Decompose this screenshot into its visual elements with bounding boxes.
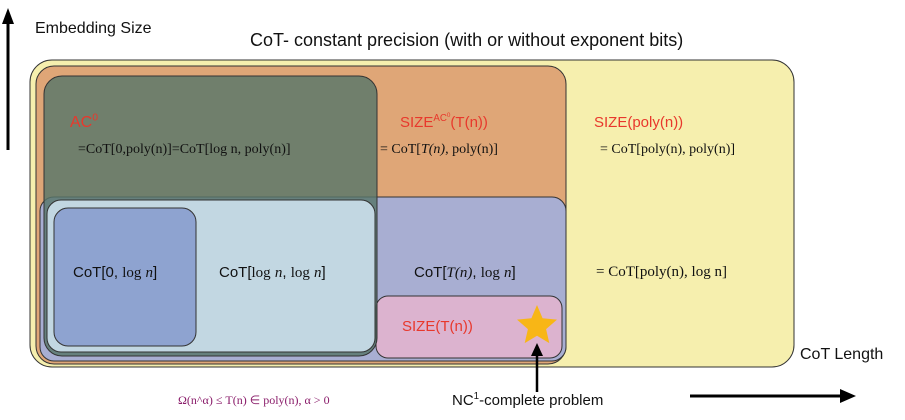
y-axis-label: Embedding Size [35, 20, 152, 37]
size-ac0-label: SIZEAC0(T(n)) [400, 111, 488, 131]
size-ac0-eq-suffix: , poly(n)] [445, 142, 498, 157]
cot-0-log-label: CoT[0, log n] [73, 264, 157, 282]
y-axis-arrow [2, 8, 14, 150]
x-axis-arrow [690, 389, 856, 403]
ac0-label: AC0 [70, 112, 99, 132]
cot-0-log-log: log [122, 265, 142, 281]
star-icon [517, 305, 557, 344]
cot-log-log-label: CoT[log n, log n] [219, 264, 326, 282]
nc1-sup: 1 [473, 391, 480, 402]
ac0-name: AC [70, 114, 93, 131]
nc1-callout: NC1-complete problem [452, 392, 603, 409]
cot-0-log-suffix: ] [153, 264, 158, 281]
cot-t-log-label: CoT[T(n), log n] [414, 264, 516, 282]
footnote: Ω(n^α) ≤ T(n) ∈ poly(n), α > 0 [178, 393, 330, 407]
nc1-rest: -complete problem [479, 392, 604, 409]
size-t-label: SIZE(T(n)) [402, 318, 473, 335]
cot-t-log-var2: n [504, 265, 512, 281]
diagram-title: CoT- constant precision (with or without… [250, 30, 684, 50]
cot-t-log-prefix: CoT[ [414, 264, 447, 281]
cot-log-log-sep: , [282, 264, 291, 281]
cot-log-log-var2: n [314, 265, 322, 281]
cot-t-log-log: log [480, 265, 500, 281]
size-poly-equation: = CoT[poly(n), poly(n)] [600, 142, 736, 157]
nc1-base: NC [452, 392, 474, 409]
size-ac0-sup: AC [433, 113, 447, 124]
ac0-equation: =CoT[0,poly(n)]=CoT[log n, poly(n)] [78, 142, 291, 157]
size-ac0-name: SIZE [400, 114, 434, 131]
size-ac0-eq-var: T(n) [420, 142, 446, 157]
size-ac0-eq-prefix: = CoT[ [380, 142, 421, 157]
cot-0-log-prefix: CoT[0, [73, 264, 123, 281]
x-axis-label: CoT Length [800, 346, 884, 363]
region-cot-0-log [53, 207, 197, 347]
ac0-sup: 0 [92, 112, 99, 124]
size-ac0-arg: (T(n)) [450, 114, 488, 131]
cot-log-log-suffix: ] [321, 264, 326, 281]
cot-poly-log-label: = CoT[poly(n), log n] [596, 264, 727, 280]
cot-log-log-prefix: CoT[ [219, 264, 252, 281]
cot-log-log-log1: log [251, 265, 271, 281]
cot-t-log-sep: , [472, 264, 481, 281]
size-ac0-equation: = CoT[T(n), poly(n)] [380, 142, 498, 158]
callout-arrow [531, 343, 543, 392]
cot-t-log-var: T(n) [446, 265, 473, 281]
cot-log-log-log2: log [290, 265, 310, 281]
size-ac0-sup-sup: 0 [446, 111, 451, 119]
size-poly-label: SIZE(poly(n)) [594, 114, 684, 131]
cot-t-log-suffix: ] [511, 264, 516, 281]
cot-0-log-var: n [145, 265, 154, 281]
cot-log-log-var1: n [274, 265, 283, 281]
